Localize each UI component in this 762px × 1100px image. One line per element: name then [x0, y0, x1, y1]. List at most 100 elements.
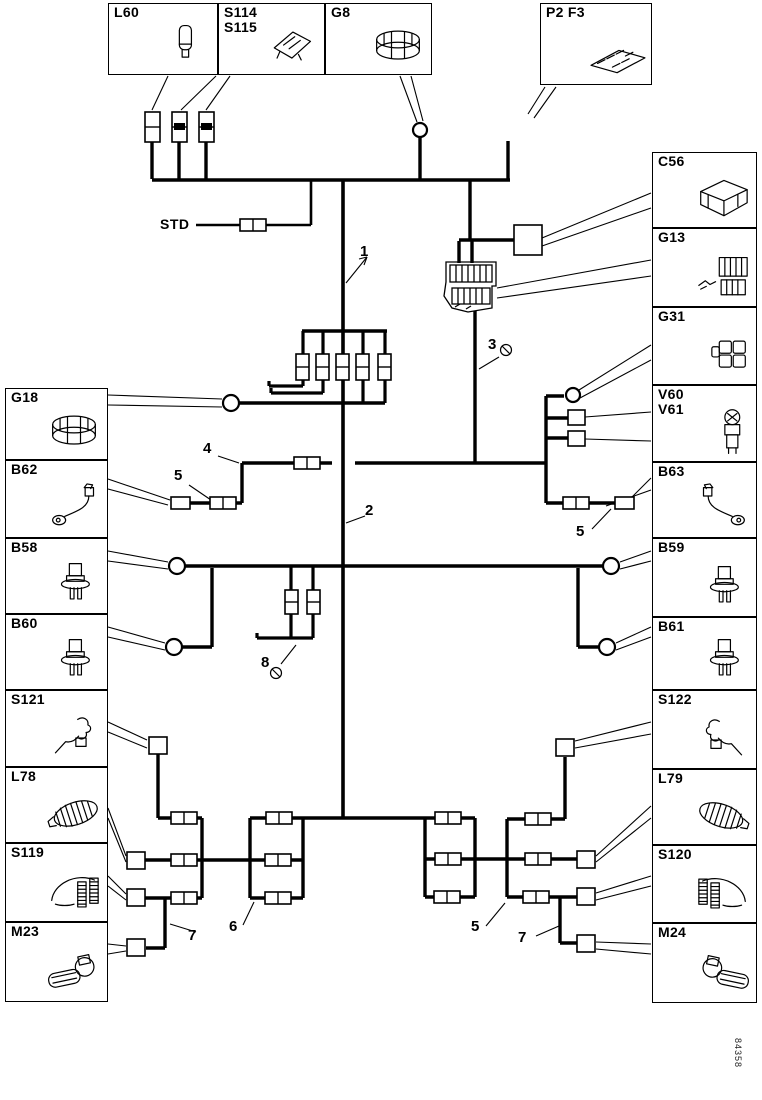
s119-illustration-icon	[51, 877, 99, 908]
component-label: G18	[11, 390, 38, 405]
component-label-line: S119	[11, 844, 45, 860]
component-label-line: G31	[658, 308, 686, 324]
leader-lines	[107, 75, 652, 955]
m24-branch-wire	[558, 897, 577, 945]
component-label: M24	[658, 925, 686, 940]
wire-label-3: 3	[488, 336, 497, 353]
component-box-b63: B63	[652, 462, 757, 538]
wire-label-8: 8	[261, 654, 270, 671]
component-box-m23: M23	[5, 922, 108, 1002]
component-box-p2f3: P2 F3	[540, 3, 652, 85]
s121-wire	[156, 754, 204, 898]
l78-illustration-icon	[47, 800, 98, 828]
component-label: C56	[658, 154, 685, 169]
component-label: M23	[11, 924, 39, 939]
component-label-line: B63	[658, 463, 685, 479]
component-box-g8: G8	[325, 3, 432, 75]
component-box-s119: S119	[5, 843, 108, 922]
component-label-line: B59	[658, 539, 685, 555]
component-label-line: C56	[658, 153, 685, 169]
valve-connector-square	[567, 430, 586, 447]
component-label: S121	[11, 692, 45, 707]
component-label-line: S115	[224, 19, 258, 35]
s120-illustration-icon	[698, 878, 746, 909]
g13-connector-drawing	[443, 261, 497, 313]
b60-illustration-icon	[60, 639, 90, 676]
branch-connector-square	[126, 938, 146, 957]
b61-wire	[576, 568, 599, 649]
component-box-s122: S122	[652, 690, 757, 769]
footer-drawing-code: 84358	[733, 1038, 743, 1069]
wire-label-1: 1	[360, 243, 369, 260]
v60v61-illustration-icon	[724, 409, 741, 455]
m23-branch-wire	[146, 898, 167, 950]
l79-illustration-icon	[699, 802, 750, 830]
inline-connector	[170, 496, 191, 510]
component-label: B63	[658, 464, 685, 479]
wire-label-6: 6	[229, 918, 238, 935]
ladder-right-wires	[423, 818, 577, 899]
wire-label-5-bottom: 5	[471, 918, 480, 935]
component-label-line: V60	[658, 386, 684, 402]
component-label: L60	[114, 5, 139, 20]
component-box-b61: B61	[652, 617, 757, 690]
component-label: B58	[11, 540, 38, 555]
branch-connector-square	[576, 887, 596, 906]
s121-illustration-icon	[54, 717, 92, 754]
wire-label-2: 2	[365, 502, 374, 519]
round-connector	[167, 556, 187, 576]
v60-v61-tree	[544, 394, 632, 505]
round-connector	[564, 386, 582, 404]
b58-illustration-icon	[60, 563, 90, 600]
branch-connector-square	[576, 934, 596, 953]
round-connector	[164, 637, 184, 657]
g8-illustration-icon	[376, 30, 420, 60]
component-label: G31	[658, 309, 685, 324]
c56-g13-branch	[457, 180, 516, 263]
component-label: B61	[658, 619, 685, 634]
component-label: B60	[11, 616, 38, 631]
component-label-line: S114	[224, 4, 258, 20]
inline-connector	[614, 496, 635, 510]
component-box-l79: L79	[652, 769, 757, 845]
component-label: G13	[658, 230, 685, 245]
branch-connector-square	[126, 888, 146, 907]
component-box-g13: G13	[652, 228, 757, 307]
branch-connector-square	[555, 738, 575, 757]
component-label-line: M23	[11, 923, 40, 939]
component-box-s121: S121	[5, 690, 108, 767]
component-label-line: V61	[658, 401, 684, 417]
component-label-line: P2 F3	[546, 4, 585, 20]
component-box-g31: G31	[652, 307, 757, 385]
g18-illustration-icon	[52, 415, 96, 445]
component-box-b59: B59	[652, 538, 757, 617]
component-label: S120	[658, 847, 692, 862]
wire-label-5-left: 5	[174, 467, 183, 484]
bank-stub-1	[267, 331, 305, 388]
s114s115-illustration-icon	[273, 31, 312, 61]
b59-illustration-icon	[709, 566, 739, 603]
ladder-left-wires	[145, 818, 305, 900]
c56-illustration-icon	[700, 179, 748, 217]
component-label: B62	[11, 462, 38, 477]
ground-8-tree	[255, 566, 315, 640]
s122-illustration-icon	[705, 719, 743, 756]
g31-illustration-icon	[711, 340, 746, 368]
m23-illustration-icon	[48, 954, 95, 988]
inline-connectors	[126, 111, 635, 957]
wire-label-7-left: 7	[188, 927, 197, 944]
branch-connector-square	[148, 736, 168, 755]
round-connector	[597, 637, 617, 657]
g13-illustration-icon	[698, 256, 748, 296]
component-box-c56: C56	[652, 152, 757, 228]
component-box-b58: B58	[5, 538, 108, 614]
component-label-line: B60	[11, 615, 38, 631]
std-label: STD	[160, 216, 190, 232]
wire-label-4: 4	[203, 440, 212, 457]
round-connector	[411, 121, 429, 139]
round-connector	[601, 556, 621, 576]
